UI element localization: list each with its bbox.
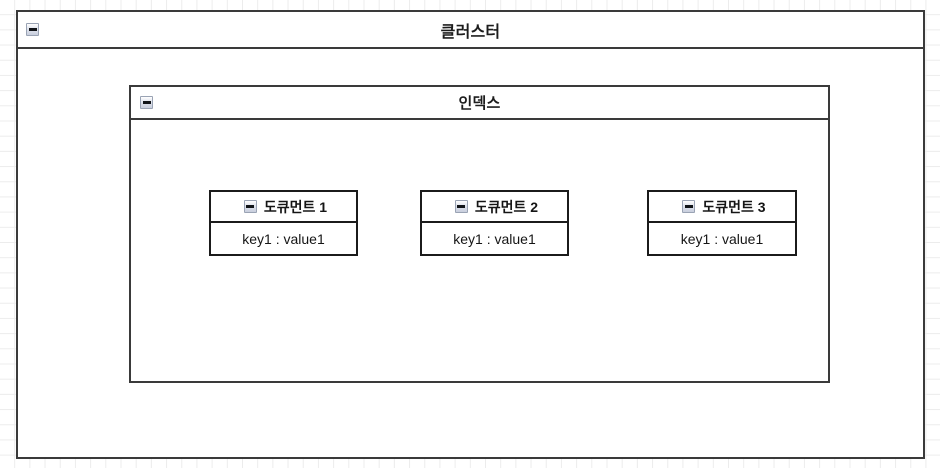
document-body: key1 : value1	[422, 223, 567, 254]
document-title: 도큐먼트 2	[474, 198, 539, 215]
document-title: 도큐먼트 1	[263, 198, 328, 215]
index-package[interactable]: 인덱스 도큐먼트 1 key1 : value1	[129, 85, 830, 383]
document-field: key1 : value1	[242, 230, 325, 247]
document-body: key1 : value1	[211, 223, 356, 254]
document-field: key1 : value1	[680, 230, 764, 247]
document-header: 도큐먼트 1	[211, 192, 356, 223]
document-header: 도큐먼트 3	[649, 192, 795, 223]
document-title: 도큐먼트 3	[702, 198, 766, 215]
document-header: 도큐먼트 2	[422, 192, 567, 223]
document-node[interactable]: 도큐먼트 3 key1 : value1	[647, 190, 797, 256]
minus-box-icon[interactable]	[243, 200, 257, 213]
minus-box-icon[interactable]	[682, 200, 696, 213]
document-body: key1 : value1	[649, 223, 795, 254]
cluster-title: 클러스터	[440, 23, 501, 41]
cluster-header: 클러스터	[18, 12, 923, 49]
document-node[interactable]: 도큐먼트 1 key1 : value1	[209, 190, 358, 256]
document-node[interactable]: 도큐먼트 2 key1 : value1	[420, 190, 569, 256]
minus-box-icon[interactable]	[140, 96, 153, 109]
cluster-body: 인덱스 도큐먼트 1 key1 : value1	[18, 49, 923, 457]
cluster-package[interactable]: 클러스터 인덱스 도큐먼트 1 key1 :	[16, 10, 925, 459]
minus-box-icon[interactable]	[454, 200, 468, 213]
index-body: 도큐먼트 1 key1 : value1 도큐먼트 2 key	[131, 120, 828, 381]
minus-box-icon[interactable]	[26, 23, 39, 36]
index-header: 인덱스	[131, 87, 828, 120]
index-title: 인덱스	[458, 95, 501, 112]
document-field: key1 : value1	[453, 230, 536, 247]
